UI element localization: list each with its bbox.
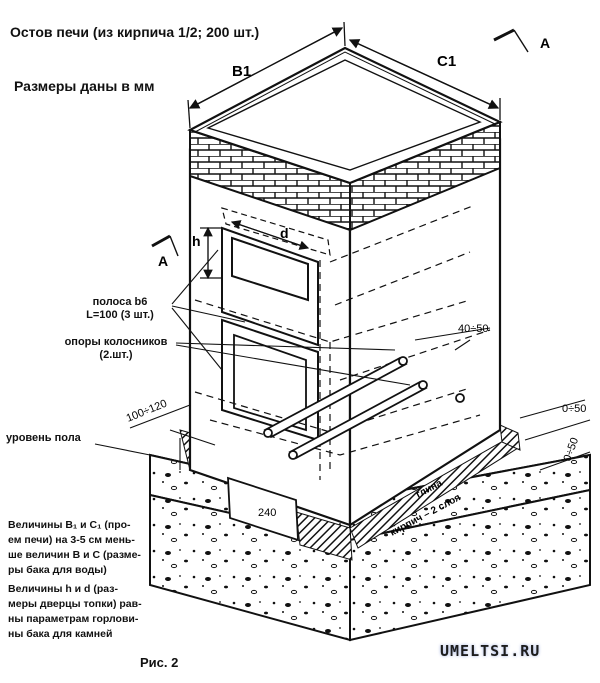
strip-label-line1: полоса b6 <box>92 296 148 308</box>
label-c1: C1 <box>437 53 456 70</box>
drawing-title: Остов печи (из кирпича 1/2; 200 шт.) <box>10 24 260 40</box>
note-line: ны бака для камней <box>8 628 113 640</box>
watermark-text: UMELTSI.RU <box>440 642 541 660</box>
note-line: ры бака для воды) <box>8 564 107 576</box>
floor-level-label: уровень пола <box>6 432 81 444</box>
section-mark-a <box>151 28 529 257</box>
label-a-top: A <box>540 35 550 51</box>
label-dim-240: 240 <box>258 507 276 519</box>
label-dim-0-50-top: 0÷50 <box>562 403 586 415</box>
strip-label-line2: L=100 (3 шт.) <box>86 309 154 321</box>
note-line: ем печи) на 3-5 см мень- <box>8 534 135 546</box>
grate-supports-label-line2: (2.шт.) <box>99 349 133 361</box>
note-line: ны параметрам горлови- <box>8 613 139 625</box>
dimensions-note: Размеры даны в мм <box>14 78 155 94</box>
note-line: меры дверцы топки) рав- <box>8 598 142 610</box>
figure-caption: Рис. 2 <box>140 655 179 670</box>
leader-lines <box>94 249 411 470</box>
label-d: d <box>280 225 289 241</box>
note-line: Величины B₁ и C₁ (про- <box>8 519 131 531</box>
note-line: Величины h и d (раз- <box>8 583 118 595</box>
front-plate <box>227 476 299 542</box>
label-dim-100-120: 100÷120 <box>125 398 169 425</box>
dimension-b1 <box>187 21 346 129</box>
label-b1: B1 <box>232 63 251 80</box>
dimension-c1 <box>348 39 501 120</box>
note-line: ше величин B и C (разме- <box>8 549 141 561</box>
dimension-h-d <box>200 220 310 280</box>
brick-top-course <box>187 46 503 232</box>
label-a-left: A <box>158 253 168 269</box>
label-dim-40-50: 40÷50 <box>458 323 489 335</box>
grate-supports-label-line1: опоры колосников <box>64 336 168 348</box>
dimension-right <box>129 327 591 471</box>
label-h: h <box>192 233 201 249</box>
